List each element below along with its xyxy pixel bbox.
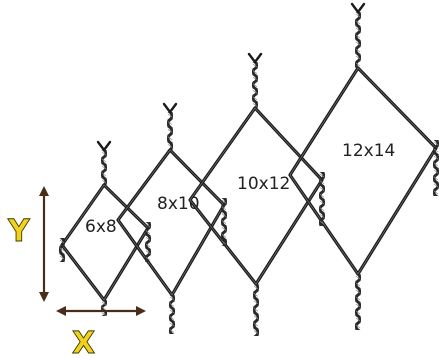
- twisted-joint: [354, 12, 362, 68]
- twisted-joint-highlight: [167, 113, 173, 148]
- wire-tail-fork: [162, 102, 178, 114]
- twisted-joint: [58, 238, 66, 262]
- twisted-joint-highlight: [221, 199, 227, 245]
- twisted-joint-highlight: [59, 239, 65, 260]
- twisted-joint-highlight: [169, 296, 175, 333]
- height-arrow-head-top: [39, 186, 49, 196]
- twisted-joint-highlight: [319, 173, 325, 225]
- wire-tail-fork: [350, 2, 366, 14]
- twisted-joint: [252, 284, 260, 336]
- twisted-joint: [432, 140, 439, 196]
- twisted-joint-highlight: [253, 285, 259, 334]
- twisted-joint: [318, 172, 326, 226]
- twisted-joint-highlight: [101, 151, 107, 184]
- twisted-joint-highlight: [355, 275, 361, 329]
- width-dimension: X: [56, 306, 146, 358]
- twisted-wire-joints: [58, 2, 439, 336]
- mesh-label-6x8: 6x8: [85, 217, 117, 237]
- twisted-joint-highlight: [101, 301, 107, 316]
- twisted-joint: [251, 62, 259, 108]
- twisted-joint: [220, 198, 228, 246]
- twisted-joint: [354, 274, 362, 330]
- twisted-joint: [100, 300, 108, 316]
- twisted-joint: [144, 222, 152, 262]
- mesh-cell-10x12: 10x12: [188, 106, 324, 286]
- twisted-joint: [168, 295, 176, 334]
- twisted-joint-highlight: [433, 141, 439, 195]
- height-dimension: Y: [7, 186, 49, 302]
- height-arrow-head-bottom: [39, 292, 49, 302]
- twisted-joint-highlight: [145, 223, 151, 261]
- width-arrow-head-left: [56, 306, 66, 316]
- height-label: Y: [7, 214, 31, 249]
- twisted-joint: [166, 112, 174, 150]
- mesh-label-10x12: 10x12: [237, 174, 290, 194]
- width-label: X: [72, 326, 95, 358]
- twisted-joint-highlight: [252, 63, 258, 107]
- twisted-joint-highlight: [355, 13, 361, 67]
- wire-tail-fork: [96, 140, 112, 152]
- width-arrow-head-right: [136, 306, 146, 316]
- twisted-joint: [100, 150, 108, 185]
- wire-tail-fork: [247, 52, 263, 64]
- mesh-label-12x14: 12x14: [342, 141, 395, 161]
